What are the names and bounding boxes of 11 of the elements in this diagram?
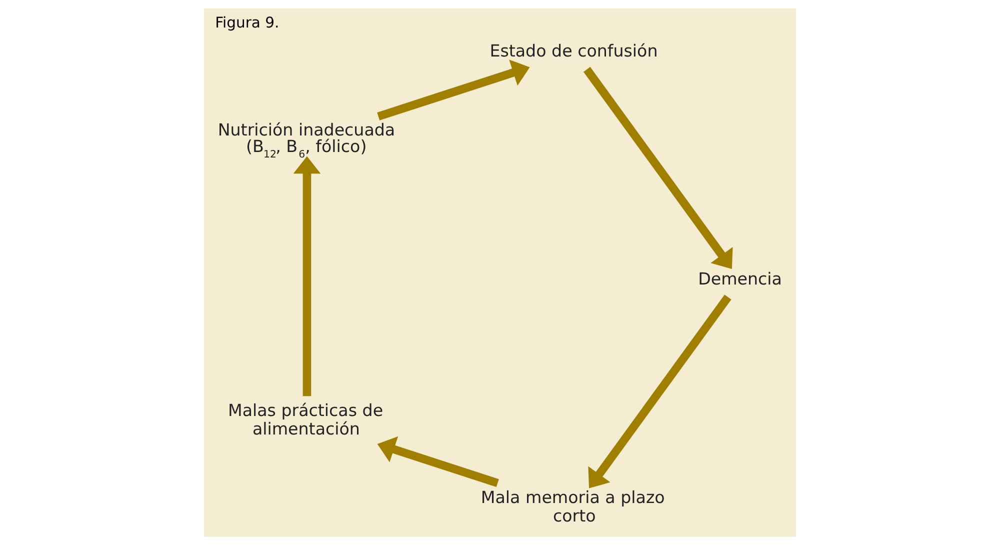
diagram-title: Figura 9. xyxy=(215,14,280,32)
node-text: Estado de confusión xyxy=(490,42,658,61)
arrow xyxy=(377,60,530,120)
node-text: Mala memoria a plazo corto xyxy=(480,488,665,526)
arrow xyxy=(583,66,733,270)
arrow xyxy=(377,436,499,487)
node-text: Malas prácticas de alimentación xyxy=(228,400,384,438)
arrow xyxy=(588,294,732,488)
node-text: Demencia xyxy=(698,269,782,288)
node-text: Nutrición inadecuada (B$_{12}$, B$_{6}$, fólico) xyxy=(218,120,396,160)
arrow xyxy=(293,156,321,396)
